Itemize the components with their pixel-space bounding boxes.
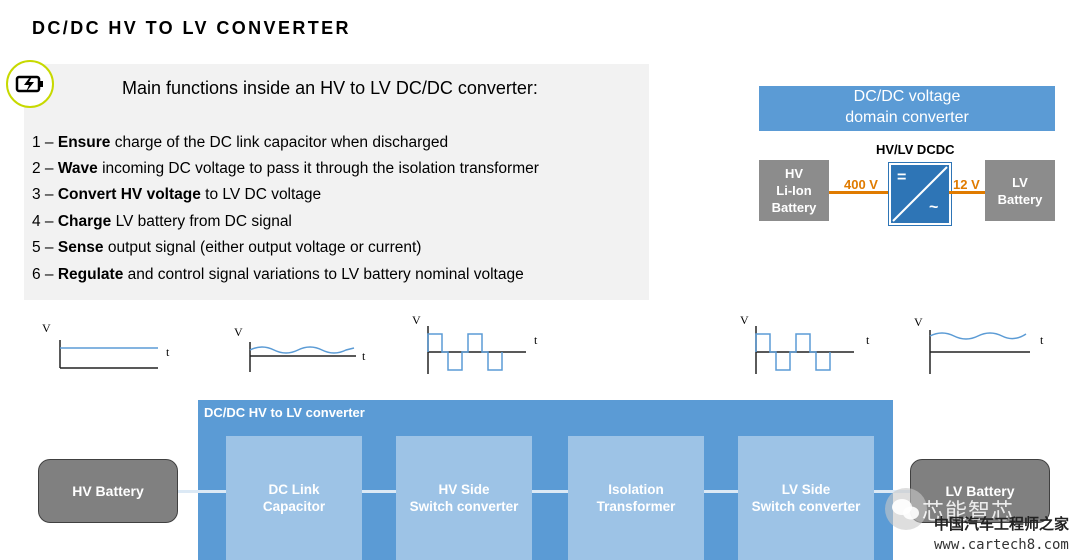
- domain-converter-header: DC/DC voltage domain converter: [759, 86, 1055, 131]
- hv-orange-line: [829, 191, 889, 194]
- axis-v-label: V: [914, 315, 923, 329]
- axis-t-label: t: [166, 345, 170, 359]
- functions-panel: [24, 64, 649, 300]
- lv-battery-block: LV Battery: [910, 459, 1050, 523]
- hv-battery-block: HV Battery: [38, 459, 178, 523]
- function-item-5: 5 – Sense output signal (either output v…: [32, 239, 422, 256]
- connector-2-3: [532, 490, 568, 493]
- function-item-4: 4 – Charge LV battery from DC signal: [32, 213, 292, 230]
- hv-liion-battery-box: HV Li-Ion Battery: [759, 160, 829, 221]
- block-line1: DC Link: [268, 482, 320, 497]
- function-item-1: 1 – Ensure charge of the DC link capacit…: [32, 134, 449, 151]
- connector-hv-battery: [176, 490, 226, 493]
- axis-t-label: t: [866, 333, 870, 347]
- watermark-brand: 芯能智芯: [922, 499, 1015, 524]
- waveform-ripple-dc-1: V t: [234, 325, 366, 372]
- functions-heading: Main functions inside an HV to LV DC/DC …: [122, 78, 538, 98]
- ac-symbol: ~: [929, 199, 939, 216]
- block-line2: Capacitor: [262, 499, 326, 514]
- lv-orange-line: [949, 191, 985, 194]
- lv-box-line1: LV: [1012, 174, 1028, 190]
- domain-header-line1: DC/DC voltage: [853, 88, 961, 105]
- page-title: DC/DC HV TO LV CONVERTER: [32, 18, 351, 38]
- battery-charging-icon: [6, 60, 54, 108]
- block-line1: Isolation: [608, 482, 664, 497]
- waveform-ripple-dc-2: V t: [914, 315, 1044, 374]
- connector-1-2: [362, 490, 396, 493]
- lv-box-line2: Battery: [997, 191, 1043, 207]
- dc-symbol: =: [897, 169, 907, 186]
- wechat-watermark-icon: [885, 488, 927, 530]
- waveform-flat-dc: V t: [42, 321, 170, 369]
- block-line1: HV Side: [438, 482, 490, 497]
- axis-v-label: V: [42, 321, 51, 335]
- block-line2: Transformer: [596, 499, 676, 514]
- axis-v-label: V: [740, 313, 749, 327]
- block-line2: Switch converter: [751, 499, 861, 514]
- hv-box-line2: Li-Ion: [776, 183, 812, 198]
- dcdc-converter-icon: = ~: [889, 163, 951, 225]
- axis-t-label: t: [1040, 333, 1044, 347]
- watermark-org: 中国汽车工程师之家: [934, 516, 1070, 533]
- function-item-3: 3 – Convert HV voltage to LV DC voltage: [32, 186, 322, 203]
- axis-t-label: t: [362, 349, 366, 363]
- waveform-square-ac-2: V t: [740, 313, 870, 374]
- waveform-square-ac-1: V t: [412, 313, 538, 374]
- lv-voltage-label: 12 V: [953, 177, 980, 192]
- watermark-url: www.cartech8.com: [934, 537, 1069, 553]
- axis-v-label: V: [412, 313, 421, 327]
- axis-v-label: V: [234, 325, 243, 339]
- block-line2: Switch converter: [409, 499, 519, 514]
- hv-voltage-label: 400 V: [844, 177, 878, 192]
- hv-box-line1: HV: [784, 166, 804, 181]
- hv-box-line3: Battery: [771, 200, 817, 215]
- connector-3-4: [704, 490, 738, 493]
- block-line1: LV Side: [781, 482, 831, 497]
- domain-header-line2: domain converter: [845, 109, 969, 126]
- hvlv-dcdc-label: HV/LV DCDC: [876, 142, 955, 157]
- function-item-6: 6 – Regulate and control signal variatio…: [32, 266, 524, 283]
- lv-battery-box: LV Battery: [985, 160, 1055, 221]
- function-item-2: 2 – Wave incoming DC voltage to pass it …: [32, 160, 539, 177]
- converter-panel-title: DC/DC HV to LV converter: [204, 405, 365, 420]
- axis-t-label: t: [534, 333, 538, 347]
